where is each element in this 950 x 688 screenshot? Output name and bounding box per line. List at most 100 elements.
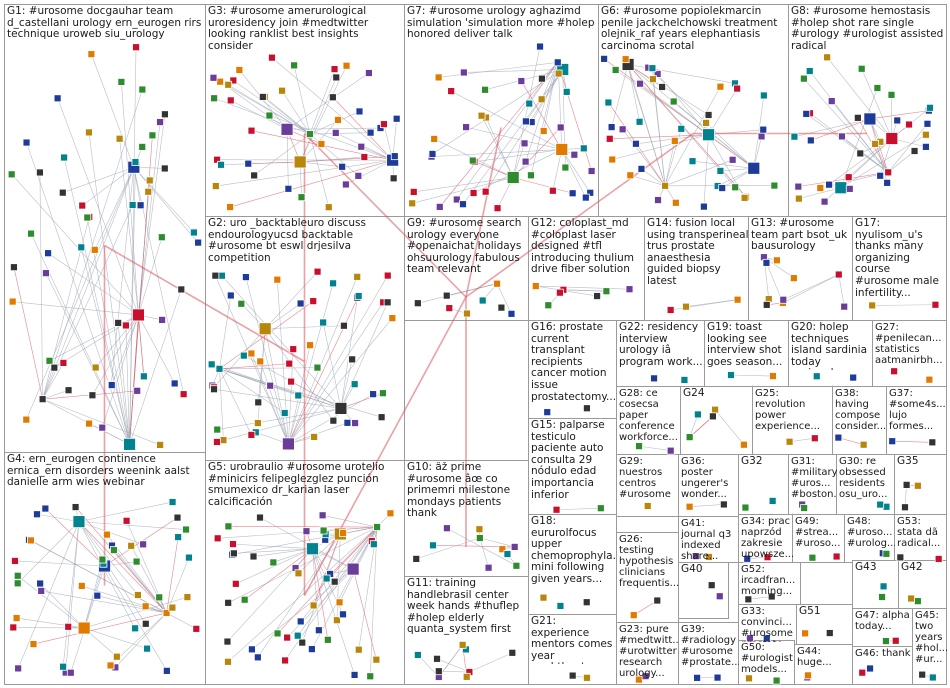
node-avatar[interactable] [110, 547, 117, 554]
node-avatar[interactable] [597, 505, 604, 512]
node-avatar[interactable] [54, 95, 61, 102]
node-avatar[interactable] [768, 593, 775, 600]
node-avatar[interactable] [211, 95, 218, 102]
node-avatar[interactable] [932, 301, 939, 308]
node-avatar[interactable] [91, 246, 98, 253]
node-avatar[interactable] [183, 526, 190, 533]
node-avatar[interactable] [356, 108, 363, 115]
node-avatar[interactable] [213, 438, 220, 445]
node-avatar[interactable] [268, 54, 275, 61]
node-avatar[interactable] [926, 376, 933, 383]
node-avatar[interactable] [476, 535, 483, 542]
node-avatar[interactable] [545, 302, 552, 309]
node-avatar[interactable] [901, 504, 908, 511]
node-avatar[interactable] [30, 641, 37, 648]
node-avatar[interactable] [157, 441, 164, 448]
node-avatar[interactable] [78, 622, 90, 634]
node-avatar[interactable] [122, 322, 129, 329]
node-avatar[interactable] [742, 504, 749, 511]
node-avatar[interactable] [161, 111, 168, 118]
node-avatar[interactable] [257, 358, 264, 365]
node-avatar[interactable] [324, 636, 331, 643]
node-avatar[interactable] [654, 597, 661, 604]
node-avatar[interactable] [60, 359, 67, 366]
node-avatar[interactable] [295, 392, 302, 399]
node-avatar[interactable] [212, 183, 219, 190]
node-avatar[interactable] [123, 517, 130, 524]
node-avatar[interactable] [266, 112, 273, 119]
node-avatar[interactable] [649, 76, 656, 83]
node-avatar[interactable] [413, 555, 420, 562]
node-avatar[interactable] [632, 140, 639, 147]
node-avatar[interactable] [142, 603, 149, 610]
node-avatar[interactable] [225, 599, 232, 606]
node-avatar[interactable] [410, 188, 417, 195]
node-avatar[interactable] [824, 54, 831, 61]
node-avatar[interactable] [911, 148, 918, 155]
node-avatar[interactable] [23, 416, 30, 423]
node-avatar[interactable] [331, 66, 338, 73]
node-avatar[interactable] [282, 657, 289, 664]
node-avatar[interactable] [883, 550, 890, 557]
node-avatar[interactable] [588, 167, 595, 174]
node-avatar[interactable] [373, 656, 380, 663]
node-avatar[interactable] [580, 145, 587, 152]
node-avatar[interactable] [218, 272, 225, 279]
node-avatar[interactable] [885, 169, 892, 176]
node-avatar[interactable] [694, 674, 701, 681]
node-avatar[interactable] [297, 618, 304, 625]
node-avatar[interactable] [821, 198, 828, 205]
node-avatar[interactable] [795, 195, 802, 202]
node-avatar[interactable] [347, 563, 359, 575]
node-avatar[interactable] [479, 297, 486, 304]
node-avatar[interactable] [310, 602, 317, 609]
node-avatar[interactable] [27, 537, 34, 544]
node-avatar[interactable] [880, 583, 887, 590]
node-avatar[interactable] [744, 555, 751, 562]
node-avatar[interactable] [149, 132, 156, 139]
node-avatar[interactable] [463, 124, 470, 131]
node-avatar[interactable] [557, 602, 564, 609]
node-avatar[interactable] [146, 177, 153, 184]
node-avatar[interactable] [635, 676, 642, 683]
node-avatar[interactable] [139, 86, 146, 93]
node-avatar[interactable] [51, 364, 58, 371]
node-avatar[interactable] [28, 230, 35, 237]
node-avatar[interactable] [297, 300, 304, 307]
node-avatar[interactable] [294, 632, 301, 639]
node-avatar[interactable] [390, 175, 397, 182]
node-avatar[interactable] [306, 543, 318, 555]
node-avatar[interactable] [686, 434, 693, 441]
node-avatar[interactable] [636, 118, 643, 125]
node-avatar[interactable] [518, 78, 525, 85]
node-avatar[interactable] [626, 286, 633, 293]
node-avatar[interactable] [240, 352, 247, 359]
node-avatar[interactable] [355, 293, 362, 300]
node-avatar[interactable] [220, 437, 227, 444]
node-avatar[interactable] [242, 274, 249, 281]
node-avatar[interactable] [924, 120, 931, 127]
node-avatar[interactable] [365, 70, 372, 77]
node-avatar[interactable] [351, 381, 358, 388]
node-avatar[interactable] [308, 646, 315, 653]
node-avatar[interactable] [333, 74, 340, 81]
node-avatar[interactable] [571, 151, 578, 158]
node-avatar[interactable] [903, 481, 910, 488]
node-avatar[interactable] [801, 505, 808, 512]
node-avatar[interactable] [498, 304, 505, 311]
node-avatar[interactable] [773, 257, 780, 264]
node-avatar[interactable] [367, 129, 374, 136]
node-avatar[interactable] [214, 535, 221, 542]
node-avatar[interactable] [630, 612, 637, 619]
node-avatar[interactable] [734, 296, 741, 303]
node-avatar[interactable] [729, 156, 736, 163]
node-avatar[interactable] [745, 596, 752, 603]
node-avatar[interactable] [320, 527, 327, 534]
node-avatar[interactable] [236, 67, 243, 74]
node-avatar[interactable] [281, 123, 293, 135]
node-avatar[interactable] [929, 439, 936, 446]
node-avatar[interactable] [705, 111, 712, 118]
node-avatar[interactable] [926, 104, 933, 111]
node-avatar[interactable] [99, 556, 106, 563]
node-avatar[interactable] [163, 667, 170, 674]
